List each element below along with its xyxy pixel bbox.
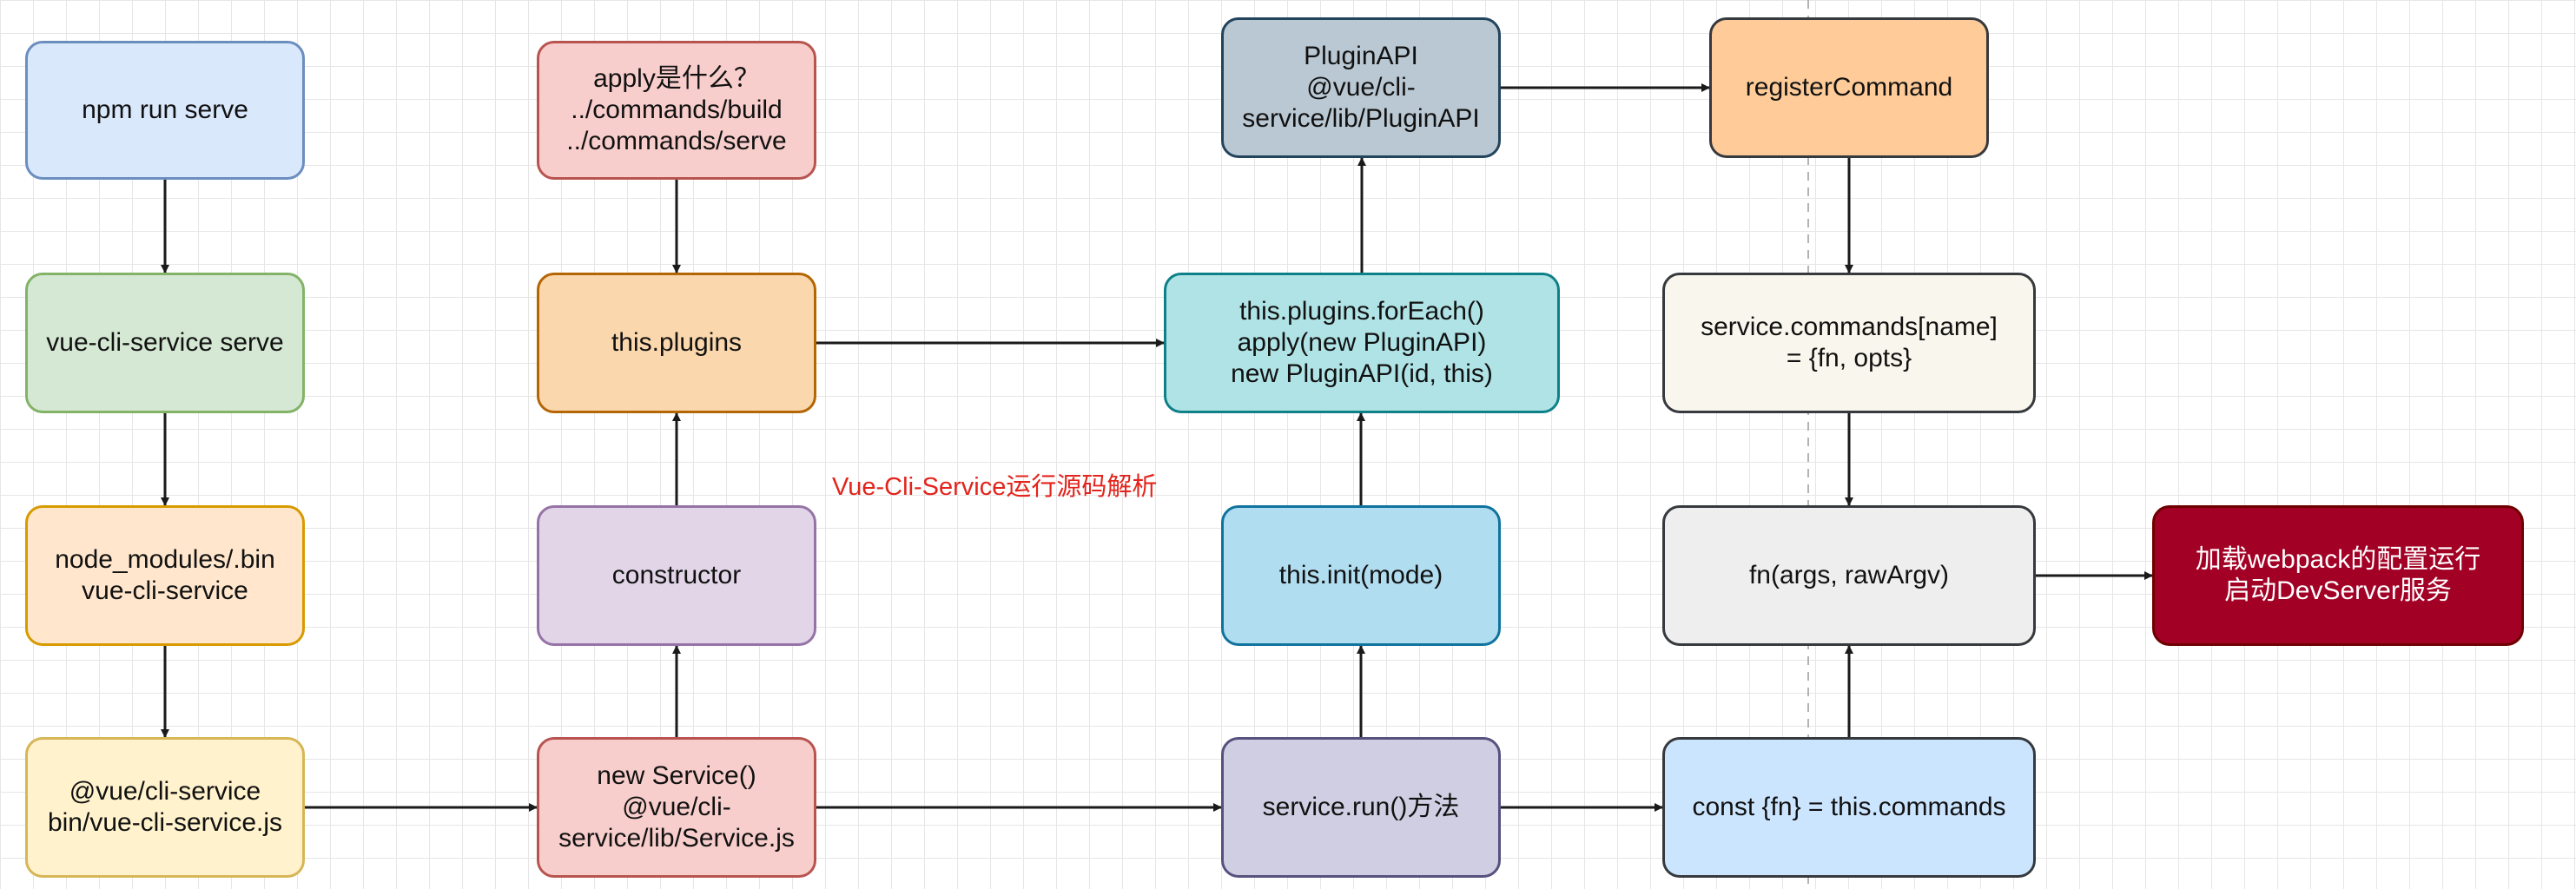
service-run-node[interactable]: service.run()方法 — [1221, 737, 1501, 878]
register-command-node[interactable]: registerCommand — [1709, 17, 1989, 158]
vue-cli-service-serve-node[interactable]: vue-cli-service serve — [25, 273, 305, 413]
diagram-caption: Vue-Cli-Service运行源码解析 — [832, 473, 1158, 501]
npm-run-serve-node[interactable]: npm run serve — [25, 41, 305, 180]
new-service-node[interactable]: new Service() @vue/cli- service/lib/Serv… — [537, 737, 816, 878]
const-fn-node[interactable]: const {fn} = this.commands — [1662, 737, 2036, 878]
plugins-foreach-node[interactable]: this.plugins.forEach() apply(new PluginA… — [1164, 273, 1560, 413]
this-init-node[interactable]: this.init(mode) — [1221, 505, 1501, 646]
node-modules-bin-node[interactable]: node_modules/.bin vue-cli-service — [25, 505, 305, 646]
plugin-api-node[interactable]: PluginAPI @vue/cli- service/lib/PluginAP… — [1221, 17, 1501, 158]
service-commands-node[interactable]: service.commands[name] = {fn, opts} — [1662, 273, 2036, 413]
apply-question-node[interactable]: apply是什么？ ../commands/build ../commands/… — [537, 41, 816, 180]
fn-args-node[interactable]: fn(args, rawArgv) — [1662, 505, 2036, 646]
constructor-node[interactable]: constructor — [537, 505, 816, 646]
this-plugins-node[interactable]: this.plugins — [537, 273, 816, 413]
load-webpack-node[interactable]: 加载webpack的配置运行 启动DevServer服务 — [2152, 505, 2524, 646]
cli-service-bin-node[interactable]: @vue/cli-service bin/vue-cli-service.js — [25, 737, 305, 878]
